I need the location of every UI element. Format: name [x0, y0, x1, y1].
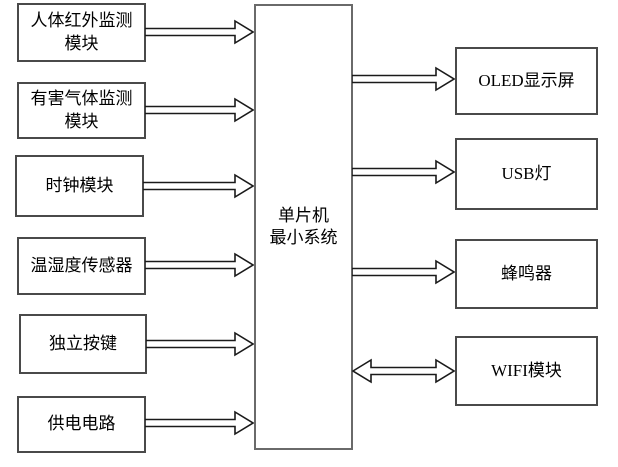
- arrow-key-to-mcu: [146, 331, 254, 357]
- arrow-gas-to-mcu: [145, 97, 254, 123]
- block-temp-humidity-sensor: 温湿度传感器: [17, 237, 146, 295]
- arrow-mcu-to-usb-light: [352, 159, 455, 185]
- block-independent-key: 独立按键: [19, 314, 147, 374]
- block-mcu-minimal-system: 单片机 最小系统: [254, 4, 353, 450]
- block-clock-module: 时钟模块: [15, 155, 144, 217]
- arrow-mcu-to-buzzer: [352, 259, 455, 285]
- block-buzzer: 蜂鸣器: [455, 239, 598, 309]
- block-oled-display: OLED显示屏: [455, 47, 598, 115]
- block-wifi-module: WIFI模块: [455, 336, 598, 406]
- block-pir-module: 人体红外监测 模块: [17, 3, 146, 62]
- arrow-power-to-mcu: [145, 410, 254, 436]
- block-gas-module: 有害气体监测 模块: [17, 82, 146, 139]
- arrow-mcu-to-oled: [352, 66, 455, 92]
- block-power-circuit: 供电电路: [17, 396, 146, 453]
- arrow-mcu-wifi-bidirectional: [352, 358, 455, 384]
- block-usb-light: USB灯: [455, 138, 598, 210]
- arrow-clock-to-mcu: [143, 173, 254, 199]
- arrow-pir-to-mcu: [145, 19, 254, 45]
- arrow-temp-humidity-to-mcu: [145, 252, 254, 278]
